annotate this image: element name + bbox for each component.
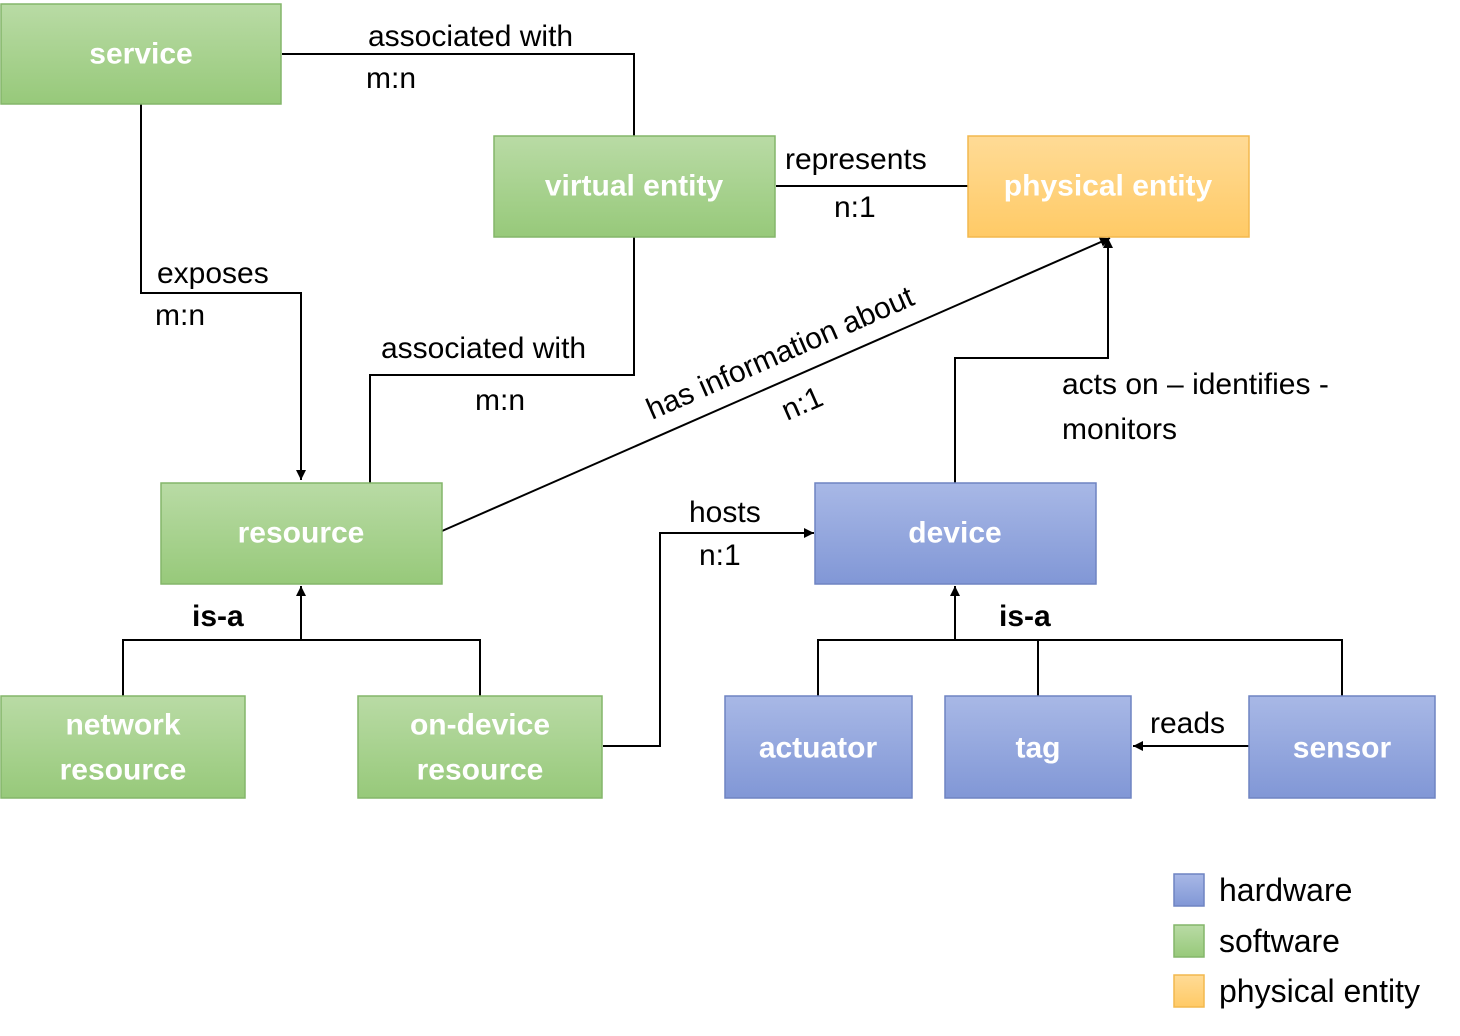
node-resource[interactable]: resource [160, 482, 443, 585]
label-service-virtual-cardinality: m:n [366, 62, 416, 95]
legend-item-physical: physical entity [1173, 973, 1420, 1009]
label-service-virtual: associated with [368, 20, 573, 53]
edge-isa-network-resource [122, 639, 481, 696]
label-device-isa: is-a [999, 600, 1051, 633]
node-virtual-entity-label: virtual entity [545, 170, 724, 203]
edge-resource-physical [441, 237, 1111, 532]
label-has-information-about-cardinality: n:1 [777, 380, 828, 427]
label-hosts-cardinality: n:1 [699, 539, 741, 572]
label-exposes: exposes [157, 257, 269, 290]
label-exposes-cardinality: m:n [155, 299, 205, 332]
label-acts-on-line1: acts on – identifies - [1062, 368, 1329, 401]
edge-service-virtual-entity [282, 53, 635, 136]
label-acts-on-line2: monitors [1062, 413, 1177, 446]
legend: hardware software physical entity [1173, 872, 1420, 1009]
edge-ondevice-device [603, 528, 814, 747]
node-actuator-label: actuator [759, 732, 878, 765]
node-resource-label: resource [238, 517, 365, 550]
legend-swatch-software [1173, 924, 1205, 958]
node-device-label: device [908, 517, 1001, 550]
node-tag[interactable]: tag [944, 695, 1132, 799]
node-physical-entity-label: physical entity [1004, 170, 1213, 203]
label-reads: reads [1150, 707, 1225, 740]
node-sensor[interactable]: sensor [1248, 695, 1436, 799]
legend-swatch-hardware [1173, 873, 1205, 907]
label-represents: represents [785, 143, 927, 176]
label-virtual-resource: associated with [381, 332, 586, 365]
legend-item-hardware: hardware [1173, 872, 1352, 908]
edge-virtual-resource [369, 237, 635, 483]
node-device[interactable]: device [814, 482, 1097, 585]
legend-label-physical: physical entity [1219, 973, 1420, 1009]
node-actuator[interactable]: actuator [724, 695, 913, 799]
node-service[interactable]: service [0, 3, 282, 105]
label-virtual-resource-cardinality: m:n [475, 384, 525, 417]
edge-isa-device-branch [817, 639, 1343, 696]
node-sensor-label: sensor [1293, 732, 1392, 765]
node-network-resource[interactable]: network resource [0, 695, 246, 799]
node-ondevice-resource-label-line2: resource [417, 754, 544, 787]
edge-service-resource [140, 104, 306, 480]
node-virtual-entity[interactable]: virtual entity [493, 135, 776, 238]
node-network-resource-label-line2: resource [60, 754, 187, 787]
legend-item-software: software [1173, 923, 1340, 959]
node-service-label: service [89, 38, 192, 71]
label-hosts: hosts [689, 496, 761, 529]
edge-device-physical [954, 238, 1113, 483]
label-represents-cardinality: n:1 [834, 191, 876, 224]
node-ondevice-resource-label-line1: on-device [410, 709, 550, 742]
legend-swatch-physical [1173, 974, 1205, 1008]
node-tag-label: tag [1016, 732, 1061, 765]
label-resource-isa: is-a [192, 600, 244, 633]
node-physical-entity[interactable]: physical entity [967, 135, 1250, 238]
legend-label-software: software [1219, 923, 1340, 959]
node-network-resource-label-line1: network [65, 709, 180, 742]
node-ondevice-resource[interactable]: on-device resource [357, 695, 603, 799]
legend-label-hardware: hardware [1219, 872, 1352, 908]
